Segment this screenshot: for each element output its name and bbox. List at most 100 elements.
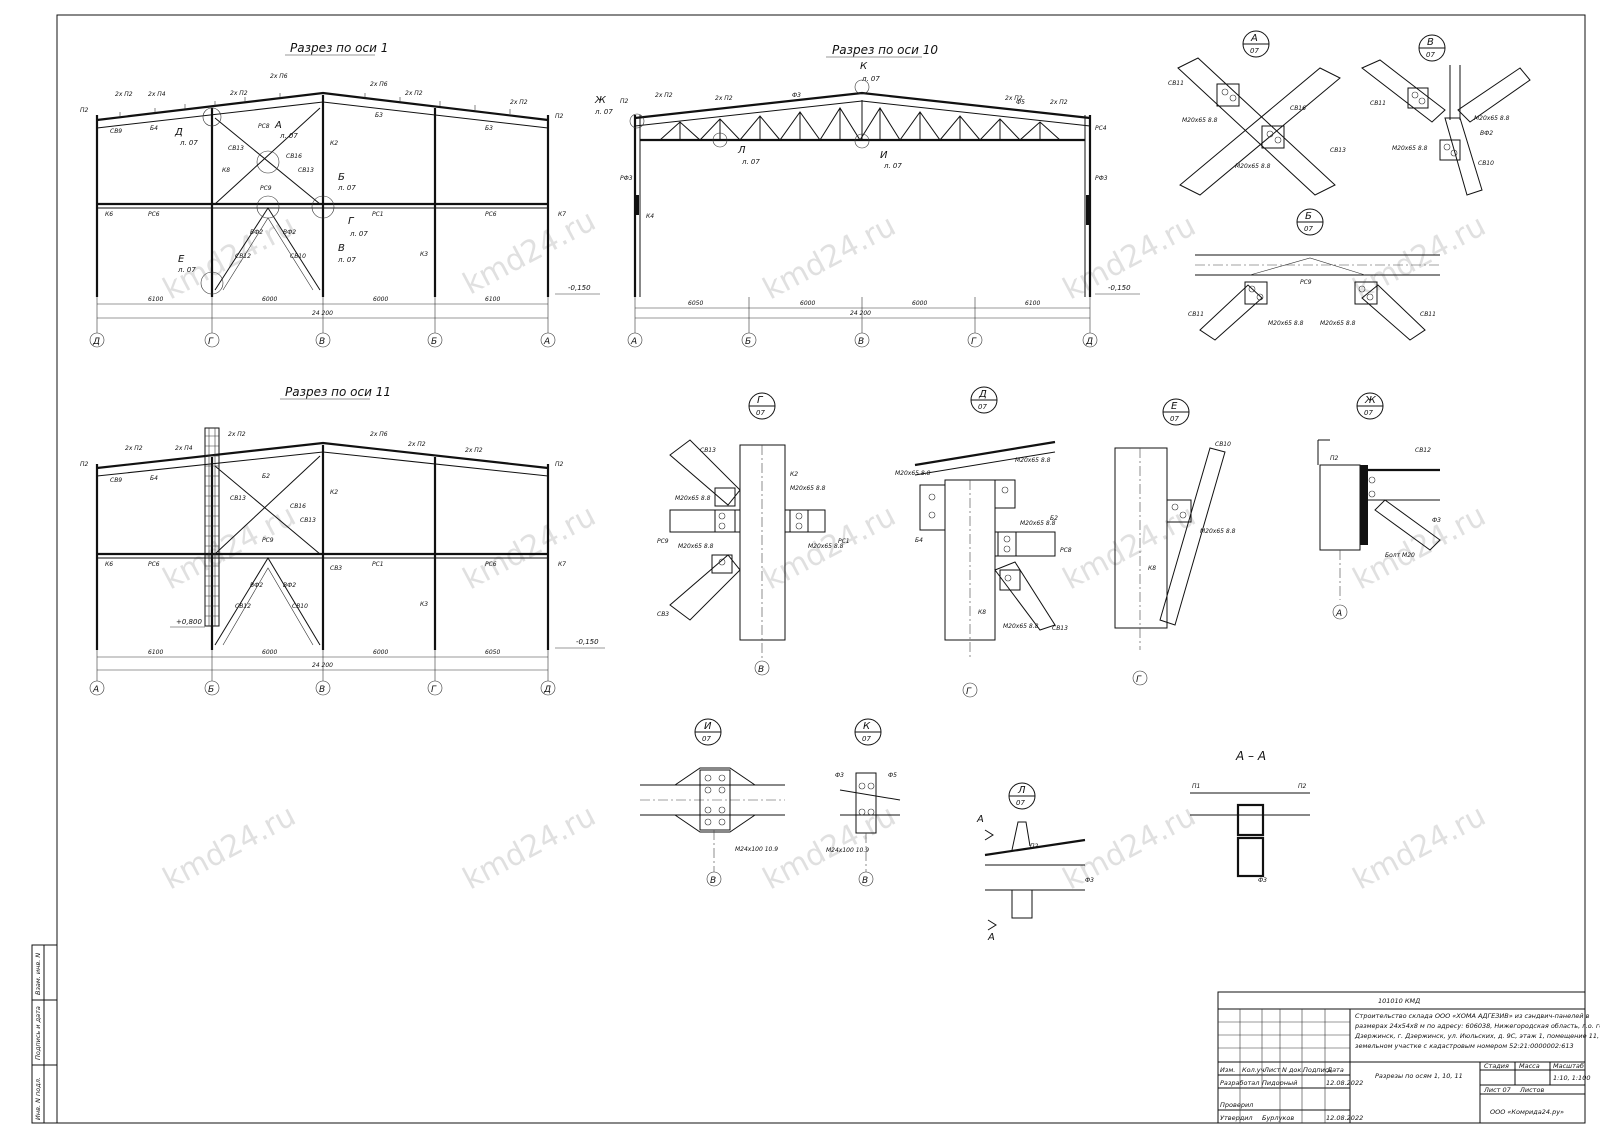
label-2xp6-b: 2х П6 [370, 81, 388, 88]
detail-v-sheet: 07 [1426, 51, 1435, 59]
axis-bubble: В [758, 665, 764, 675]
axis-bubble: А [630, 337, 637, 347]
label-m20: M20x65 8.8 [1474, 115, 1510, 122]
label-2xp4: 2х П4 [175, 445, 193, 452]
callout-k-sheet: л. 07 [861, 75, 880, 83]
dim-10-c: 6000 [912, 300, 927, 307]
watermark: kmd24.ru [157, 798, 301, 897]
label-pc9: РС9 [262, 537, 274, 544]
dim-11-a: 6100 [148, 649, 163, 656]
label-f3: Ф3 [1085, 877, 1094, 884]
label-pf3: РФ3 [620, 175, 633, 182]
watermark: kmd24.ru [1347, 798, 1491, 897]
section-axis-1-title: Разрез по оси 1 [290, 41, 388, 55]
label-k3: К3 [420, 601, 428, 608]
callout-zh-sheet: л. 07 [594, 108, 613, 116]
label-k7: К7 [558, 211, 566, 218]
detail-v: В 07 СВ11 M20x65 8.8 M20x65 8.8 ВФ2 СВ10 [1361, 34, 1531, 196]
label-m20-b: M20x65 8.8 [1235, 163, 1271, 170]
label-f5: Ф5 [888, 772, 897, 779]
axis-bubble: Б [745, 337, 751, 347]
label-k2: К2 [330, 489, 338, 496]
label-2xp2-b: 2х П2 [230, 90, 248, 97]
detail-k-sheet: 07 [862, 735, 871, 743]
detail-g-sheet: 07 [756, 409, 765, 417]
detail-b-title: Б [1305, 211, 1312, 222]
axis-bubble: А [92, 685, 99, 695]
axis-bubble: Г [208, 337, 214, 347]
detail-zh-title: Ж [1364, 395, 1377, 406]
dim-10-a: 6050 [688, 300, 703, 307]
tb-utverdil: Утвердил [1220, 1114, 1253, 1122]
level-mark-11: -0,150 [576, 638, 599, 646]
label-m20-b: M20x65 8.8 [1015, 457, 1051, 464]
tb-listov: Листов [1519, 1086, 1544, 1094]
axis-bubble: Г [1136, 675, 1142, 685]
label-m20: M20x65 8.8 [790, 485, 826, 492]
axis-bubble: В [710, 876, 716, 886]
label-2xp2-d: 2х П2 [510, 99, 528, 106]
dim-10-b: 6000 [800, 300, 815, 307]
label-b2: Б2 [1050, 515, 1058, 522]
label-pc9: РС9 [260, 185, 272, 192]
watermark: kmd24.ru [457, 798, 601, 897]
detail-d-title: Д [978, 389, 987, 400]
detail-d: Д 07 M20x65 8.8 M20x65 8.8 M20x65 8.8 Б2… [895, 386, 1072, 698]
tb-razrab-date: 12.08.2022 [1326, 1079, 1363, 1087]
label-k7: К7 [558, 561, 566, 568]
label-k6: К6 [105, 561, 113, 568]
label-cb11: СВ11 [1188, 311, 1204, 318]
axis-bubble: В [319, 337, 325, 347]
tb-col-podp: Подпись [1303, 1066, 1332, 1074]
label-p2: П2 [620, 98, 629, 105]
watermark: kmd24.ru [1057, 498, 1201, 597]
label-m20-b: M20x65 8.8 [1320, 320, 1356, 327]
detail-g: Г 07 СВ13 К2 M20x65 8.8 M20x65 8.8 РС9 M… [657, 392, 850, 676]
label-cb12: СВ12 [235, 603, 251, 610]
axis-bubble: Г [966, 687, 972, 697]
label-2xp2-c: 2х П2 [405, 90, 423, 97]
label-p2: П2 [1298, 783, 1307, 790]
callout-b: Б [338, 172, 345, 183]
axis-bubble: Д [92, 337, 100, 347]
tb-company: ООО «Комрида24.ру» [1490, 1108, 1564, 1116]
section-a-a: А – А П1 П2 Ф3 [1190, 749, 1310, 884]
label-cb10: СВ10 [1215, 441, 1231, 448]
cut-mark-a: А [976, 814, 984, 825]
label-2xp2-b: 2х П2 [228, 431, 246, 438]
axis-bubble: А [1335, 609, 1342, 619]
label-pc6: РС6 [148, 561, 160, 568]
dim-1-b: 6000 [262, 296, 277, 303]
callout-v-sheet: л. 07 [337, 256, 356, 264]
dim-1-d: 6100 [485, 296, 500, 303]
label-2xp2-c: 2х П2 [1005, 95, 1023, 102]
dim-10-d: 6100 [1025, 300, 1040, 307]
label-pc6: РС6 [148, 211, 160, 218]
axis-bubble: Б [208, 685, 214, 695]
tb-col-kol: Кол.уч [1242, 1066, 1265, 1074]
tb-col-izm: Изм. [1220, 1066, 1235, 1074]
sheet-frame [56, 14, 1586, 1124]
dim-1-a: 6100 [148, 296, 163, 303]
callout-v: В [338, 243, 345, 254]
label-k6: К6 [105, 211, 113, 218]
detail-k-title: К [863, 721, 871, 732]
label-cb3: СВ3 [330, 565, 342, 572]
axis-bubble: Д [543, 685, 551, 695]
label-m20: M20x65 8.8 [895, 470, 931, 477]
watermark: kmd24.ru [1347, 498, 1491, 597]
label-cb13: СВ13 [230, 495, 246, 502]
level-mark-10: -0,150 [1108, 284, 1131, 292]
callout-b-sheet: л. 07 [337, 184, 356, 192]
dim-1-total: 24 200 [312, 310, 333, 317]
label-cb12: СВ12 [1415, 447, 1431, 454]
side-stamp: Взам. инв. N Подпись и дата Инв. N подл. [31, 944, 58, 1124]
label-cb3: СВ3 [657, 611, 669, 618]
tb-utv-name: Бурлуков [1262, 1114, 1294, 1122]
label-pc9: РС9 [657, 538, 669, 545]
detail-k: К 07 Ф3 Ф5 M24x100 10.9 В [826, 718, 901, 887]
tb-scale: 1:10, 1:100 [1553, 1074, 1590, 1082]
label-bolt: Болт M20 [1385, 552, 1415, 559]
label-pc6-b: РС6 [485, 211, 497, 218]
dim-11-b: 6000 [262, 649, 277, 656]
